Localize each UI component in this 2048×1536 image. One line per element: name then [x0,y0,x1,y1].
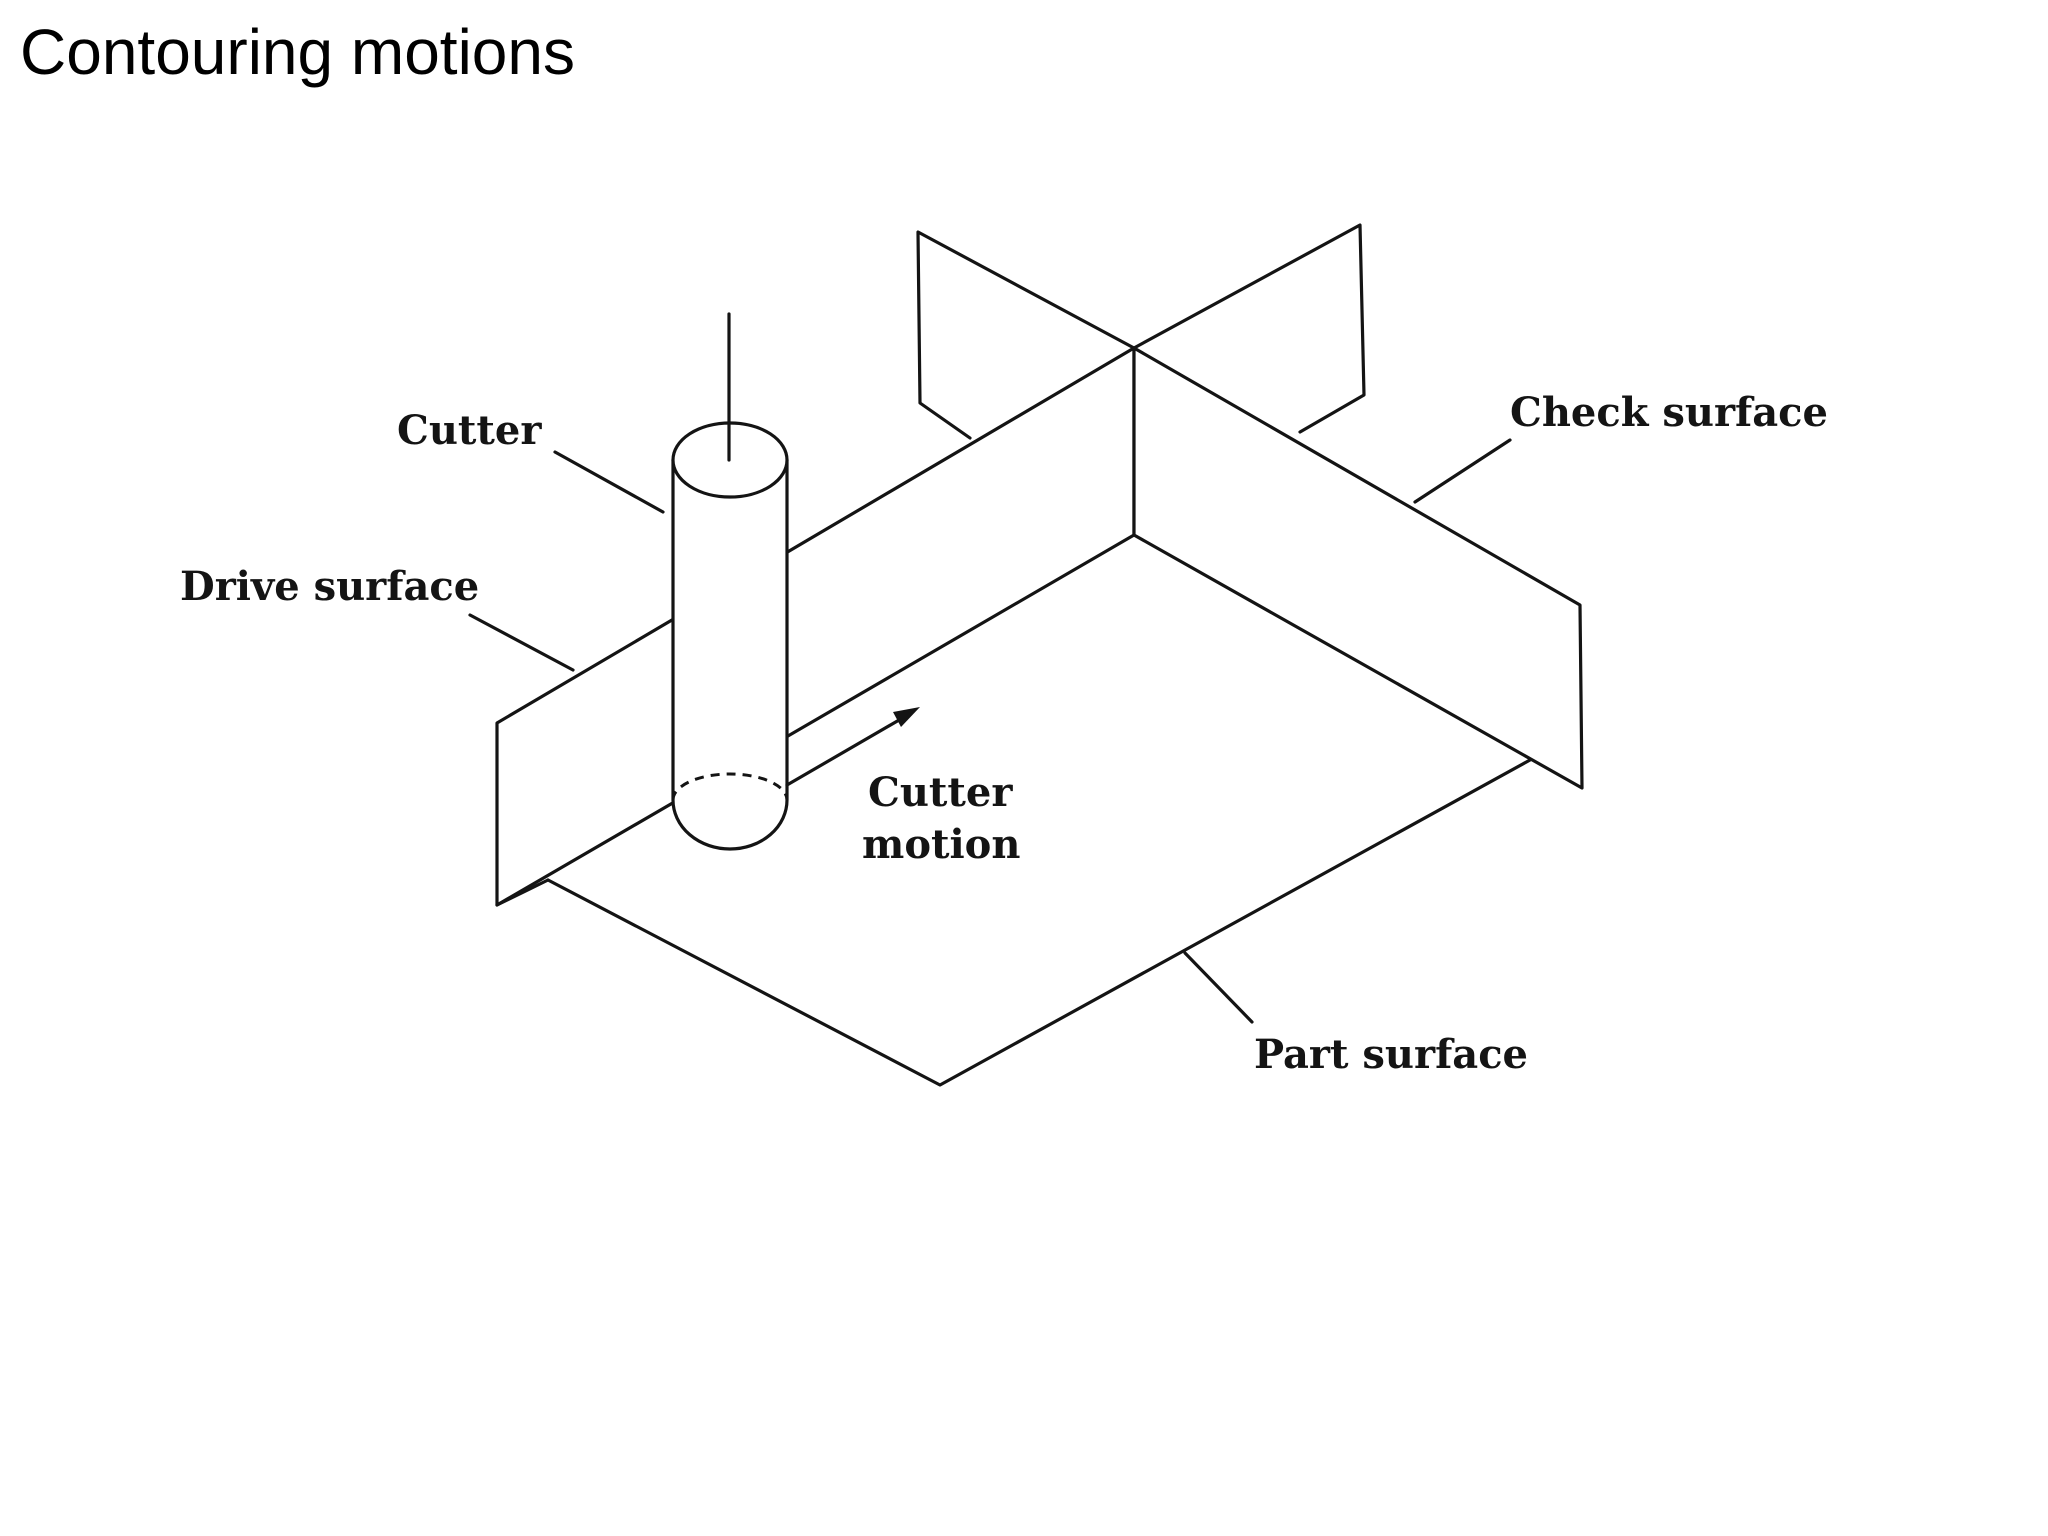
cutter-leader [553,450,665,514]
part-surface-label: Part surface [1254,1031,1528,1078]
check-surface-label: Check surface [1510,389,1828,436]
drive-surface-base [495,878,550,907]
drive-surface-leader [468,613,575,672]
drive-surface-back-flap [916,230,1136,440]
check-surface-plane [1132,346,1584,790]
cutter-motion-arrow [785,707,920,787]
cutter-motion-label-line1: Cutter [868,769,1013,816]
cutter-label: Cutter [397,407,542,454]
check-surface-back-flap [1132,223,1366,434]
drive-surface-label: Drive surface [180,563,479,610]
cutter-motion-label-line2: motion [862,821,1020,868]
part-surface-leader [1183,951,1254,1024]
check-surface-leader [1413,438,1512,504]
part-surface-plane [546,758,1532,1087]
slide-title: Contouring motions [20,16,575,88]
cutter-cylinder [671,312,789,851]
drive-surface-plane [495,346,1136,907]
